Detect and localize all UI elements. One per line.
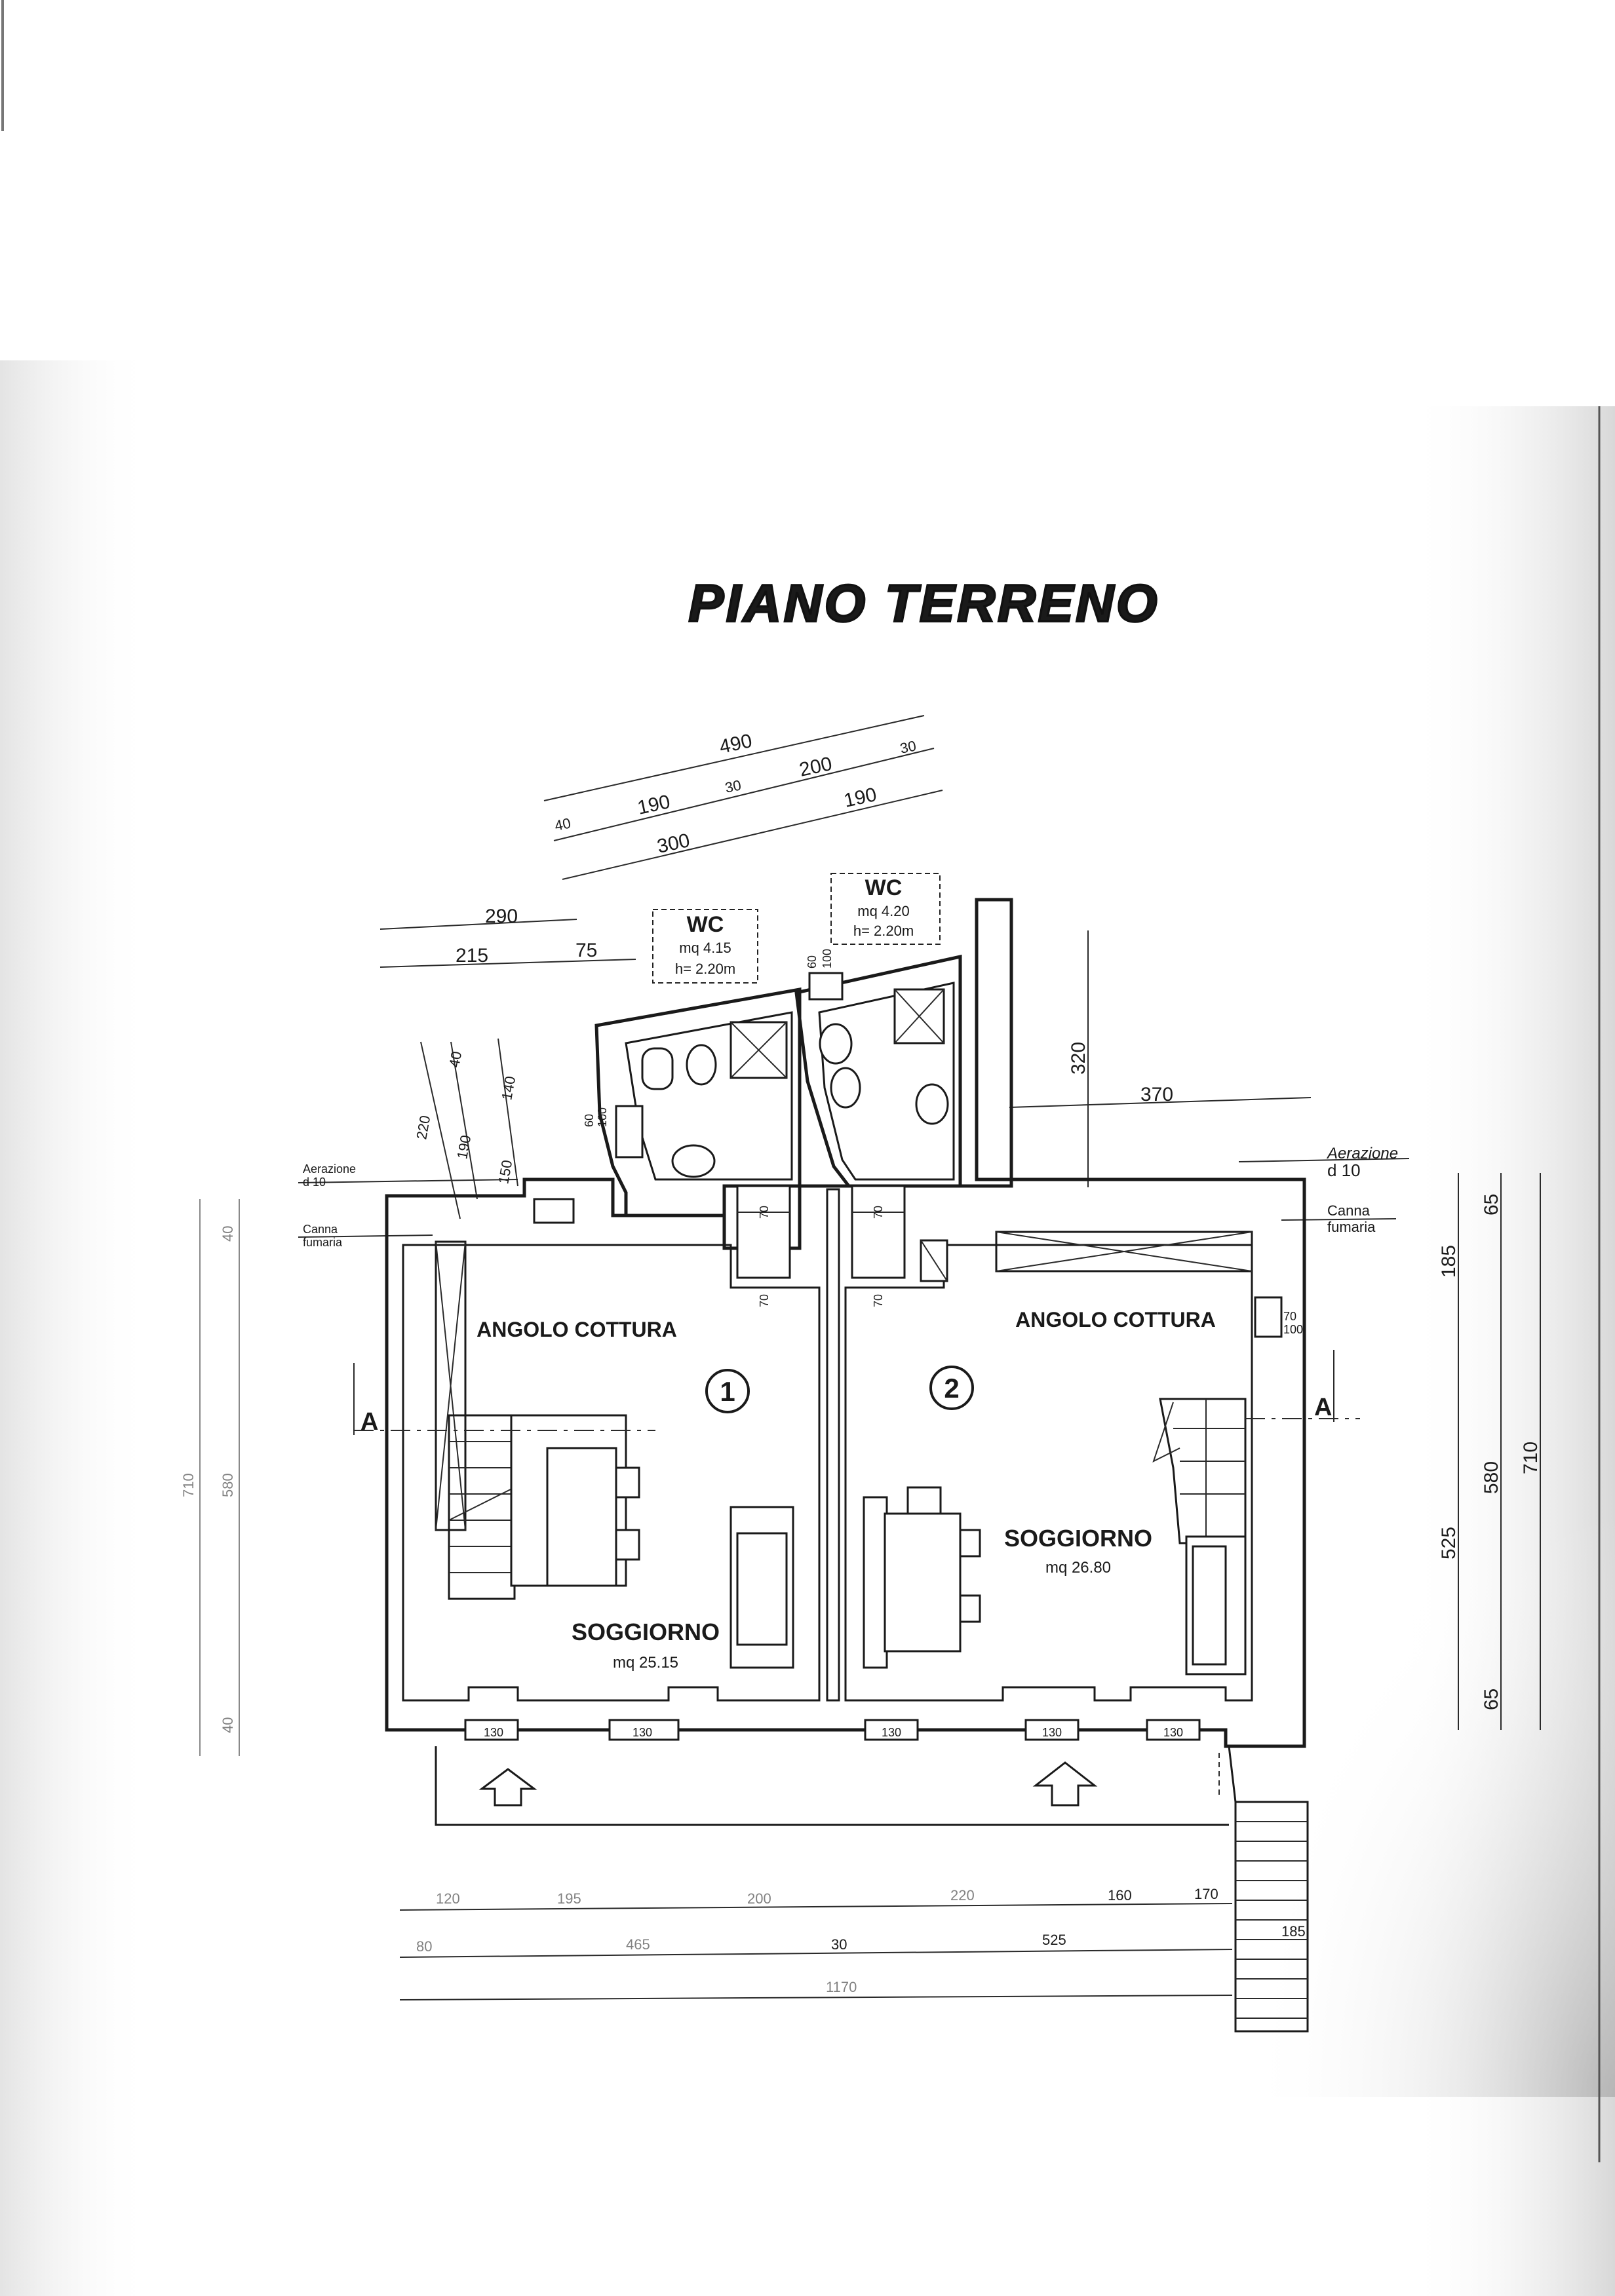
dim-320: 320 — [1068, 1042, 1089, 1075]
right-vertical-dimensions: 185 65 525 580 710 65 — [1438, 1173, 1542, 1730]
wc2-label-box: WC mq 4.20 h= 2.20m — [830, 873, 941, 945]
dim-65-right-top: 65 — [1481, 1194, 1502, 1215]
top-dimension-lines: 490 40 190 30 200 30 300 190 — [543, 715, 943, 880]
window-dim-1: 130 — [484, 1726, 503, 1739]
flat1-number: 1 — [720, 1376, 735, 1407]
dim-185-right: 185 — [1438, 1245, 1460, 1278]
flat1-living-area: mq 25.15 — [613, 1654, 678, 1672]
dim-200-bottom: 200 — [747, 1890, 771, 1907]
bottom-dimensions: 120 195 200 220 160 170 80 465 30 525 11… — [399, 1886, 1306, 2000]
note-aerazione-right-d: d 10 — [1327, 1160, 1361, 1180]
left-top-dimensions: 290 215 75 — [379, 906, 636, 968]
wc1-height: h= 2.20m — [675, 961, 735, 977]
flat2-living-label: SOGGIORNO — [1004, 1525, 1152, 1552]
dim-215: 215 — [456, 945, 488, 966]
wc2-label: WC — [865, 875, 903, 900]
left-vertical-dimensions: 220 40 190 140 150 — [413, 1038, 518, 1219]
flat2-number-badge — [929, 1366, 974, 1410]
room-labels: ANGOLO COTTURA ANGOLO COTTURA 1 2 SOGGIO… — [477, 1308, 1216, 1672]
dim-220-bottom: 220 — [950, 1887, 975, 1904]
dim-30-top-a: 30 — [724, 776, 743, 796]
dim-580-right: 580 — [1481, 1461, 1502, 1494]
flat2-number: 2 — [944, 1373, 959, 1404]
dim-170-bottom: 170 — [1194, 1886, 1218, 1902]
flat1-living-label: SOGGIORNO — [572, 1618, 720, 1645]
exterior-stair — [1228, 1746, 1309, 2033]
dim-300-top: 300 — [655, 830, 692, 858]
door-dim-70-c: 70 — [758, 1294, 771, 1307]
dim-465-bottom: 465 — [626, 1936, 650, 1953]
dim-75: 75 — [575, 940, 597, 961]
dim-160-bottom: 160 — [1108, 1887, 1132, 1904]
dim-140-vert: 140 — [498, 1075, 518, 1101]
dim-1170-bottom: 1170 — [826, 1979, 857, 1995]
dim-490: 490 — [718, 730, 754, 758]
dim-65-right-bottom: 65 — [1481, 1689, 1502, 1710]
dim-190-top-b: 190 — [842, 784, 879, 812]
dim-80-bottom: 80 — [416, 1938, 432, 1955]
wc2-height: h= 2.20m — [853, 923, 914, 939]
left-outer-dimensions: 40 710 580 40 — [180, 1199, 240, 1756]
flat2-living-area: mq 26.80 — [1045, 1559, 1111, 1577]
window-dim-2: 130 — [632, 1726, 652, 1739]
wc1-area: mq 4.15 — [679, 940, 731, 956]
dim-220: 220 — [413, 1114, 433, 1141]
dim-195-bottom: 195 — [557, 1890, 581, 1907]
dim-525-bottom: 525 — [1042, 1932, 1066, 1948]
wc1-vent: 60100 — [583, 1107, 609, 1127]
door-dim-70-d: 70 — [872, 1294, 885, 1307]
wc1-label: WC — [687, 912, 724, 937]
dim-185-stair: 185 — [1281, 1923, 1306, 1940]
dim-190-top: 190 — [636, 791, 672, 819]
note-canna-right: Canna — [1327, 1202, 1371, 1219]
dim-40-top: 40 — [553, 814, 572, 834]
dim-370: 370 — [1140, 1084, 1173, 1105]
dim-40-left-bottom: 40 — [220, 1717, 236, 1733]
dim-30-bottom: 30 — [831, 1936, 847, 1953]
notes-right: Aerazione d 10 Canna fumaria — [1238, 1145, 1410, 1235]
dim-580-left: 580 — [220, 1473, 236, 1497]
stairs-flat1 — [448, 1414, 516, 1600]
window-dim-4: 130 — [1042, 1726, 1062, 1739]
flat1-kitchen-label: ANGOLO COTTURA — [477, 1318, 677, 1341]
door-dim-70-b: 70 — [872, 1206, 885, 1219]
wc1-label-box: WC mq 4.15 h= 2.20m — [652, 909, 758, 984]
dim-710-right: 710 — [1520, 1442, 1542, 1474]
flat2-kitchen-label: ANGOLO COTTURA — [1015, 1308, 1216, 1331]
wc2-vent-a: 60 — [806, 955, 819, 968]
plan-title: PIANO TERRENO — [689, 574, 1160, 632]
dim-120-bottom: 120 — [436, 1890, 460, 1907]
flat1-number-badge — [705, 1369, 750, 1413]
dim-150-vert: 150 — [495, 1158, 515, 1185]
window-dim-3: 130 — [882, 1726, 901, 1739]
section-mark-left: A — [360, 1408, 378, 1436]
note-aerazione-right: Aerazione — [1326, 1145, 1398, 1162]
dim-190-vert: 190 — [454, 1134, 474, 1160]
wc-fixtures: 60100 60 100 — [583, 949, 949, 1178]
window-dim-5: 130 — [1163, 1726, 1183, 1739]
section-mark-right: A — [1314, 1394, 1332, 1421]
stairs-flat2 — [1152, 1398, 1247, 1544]
dim-710-left: 710 — [180, 1473, 197, 1497]
dim-290: 290 — [485, 906, 518, 927]
wc2-area: mq 4.20 — [857, 903, 910, 919]
right-top-dimensions: 320 370 — [1009, 930, 1312, 1187]
wc2-vent-b: 100 — [821, 949, 834, 968]
door-dim-70-a: 70 — [758, 1206, 771, 1219]
dim-200-top: 200 — [798, 753, 834, 781]
dim-40-left-top: 40 — [220, 1226, 236, 1242]
section-marks: A A — [353, 1350, 1360, 1436]
dim-40-vert: 40 — [446, 1050, 465, 1068]
dim-30-top-b: 30 — [899, 737, 918, 757]
note-canna-right-f: fumaria — [1327, 1219, 1376, 1235]
dim-525-right: 525 — [1438, 1527, 1460, 1559]
